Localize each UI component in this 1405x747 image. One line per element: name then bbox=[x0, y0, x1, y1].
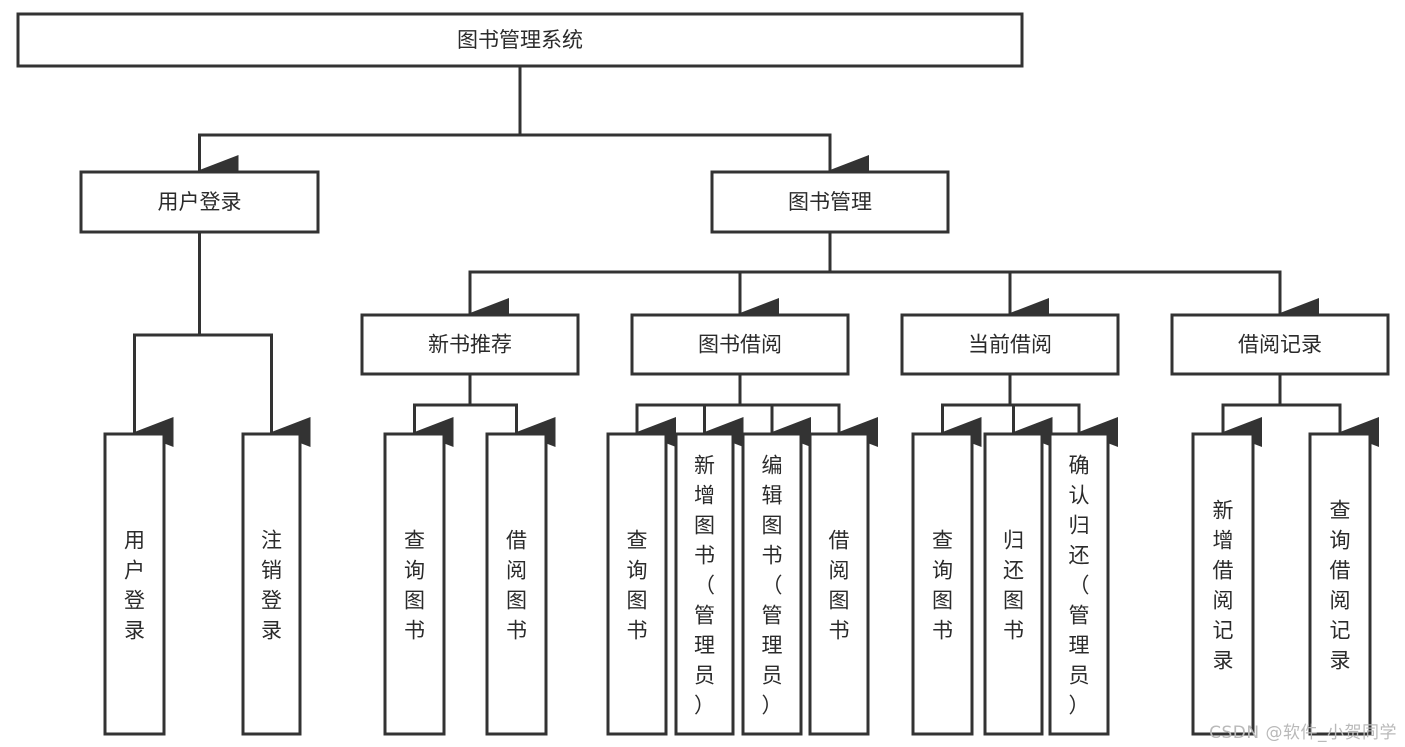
node-leaf-borrow-book-2[interactable]: 借阅图书 bbox=[808, 432, 870, 736]
node-leaf-query-book-2[interactable]: 查询图书 bbox=[606, 432, 668, 736]
node-leaf-user-login[interactable]: 用户登录 bbox=[103, 432, 166, 736]
node-leaf-confirm-return[interactable]: 确认归还（管理员） bbox=[1048, 432, 1110, 736]
node-label: 注销登录 bbox=[261, 528, 282, 642]
node-label: 新增借阅记录 bbox=[1213, 498, 1234, 672]
node-leaf-borrow-book-1[interactable]: 借阅图书 bbox=[485, 432, 548, 736]
node-label: 当前借阅 bbox=[968, 333, 1052, 357]
node-book-manage[interactable]: 图书管理 bbox=[710, 170, 950, 234]
node-label: 查询图书 bbox=[932, 528, 953, 642]
node-label: 新增图书（管理员） bbox=[694, 453, 715, 717]
node-new-book-recommend[interactable]: 新书推荐 bbox=[360, 313, 580, 376]
node-leaf-query-book-3[interactable]: 查询图书 bbox=[911, 432, 974, 736]
node-boxes: 图书管理系统用户登录图书管理新书推荐图书借阅当前借阅借阅记录用户登录注销登录查询… bbox=[16, 12, 1390, 736]
node-book-borrow[interactable]: 图书借阅 bbox=[630, 313, 850, 376]
node-label: 用户登录 bbox=[158, 190, 242, 214]
node-label: 借阅图书 bbox=[506, 528, 527, 642]
node-label: 新书推荐 bbox=[428, 333, 512, 357]
node-user-login[interactable]: 用户登录 bbox=[79, 170, 320, 234]
node-label: 查询图书 bbox=[404, 528, 425, 642]
node-root-图书管理系统[interactable]: 图书管理系统 bbox=[16, 12, 1024, 68]
node-leaf-query-record[interactable]: 查询借阅记录 bbox=[1308, 432, 1372, 736]
node-leaf-return-book[interactable]: 归还图书 bbox=[983, 432, 1044, 736]
node-label: 借阅记录 bbox=[1238, 333, 1322, 357]
node-leaf-add-record[interactable]: 新增借阅记录 bbox=[1191, 432, 1255, 736]
node-leaf-add-book[interactable]: 新增图书（管理员） bbox=[674, 432, 735, 736]
node-label: 用户登录 bbox=[124, 528, 145, 642]
node-label: 确认归还（管理员） bbox=[1069, 453, 1090, 717]
node-label: 查询图书 bbox=[627, 528, 648, 642]
watermark-text: CSDN @软件_小贺同学 bbox=[1209, 723, 1397, 743]
node-label: 查询借阅记录 bbox=[1330, 498, 1351, 672]
node-label: 归还图书 bbox=[1003, 528, 1024, 642]
node-current-borrow[interactable]: 当前借阅 bbox=[900, 313, 1120, 376]
node-leaf-query-book-1[interactable]: 查询图书 bbox=[383, 432, 446, 736]
connector-lines bbox=[133, 64, 1379, 447]
node-label: 编辑图书（管理员） bbox=[762, 453, 783, 717]
node-leaf-logout[interactable]: 注销登录 bbox=[241, 432, 302, 736]
node-borrow-record[interactable]: 借阅记录 bbox=[1170, 313, 1390, 376]
node-label: 借阅图书 bbox=[829, 528, 850, 642]
node-label: 图书借阅 bbox=[698, 333, 782, 357]
node-label: 图书管理 bbox=[788, 190, 872, 214]
node-leaf-edit-book[interactable]: 编辑图书（管理员） bbox=[741, 432, 803, 736]
node-label: 图书管理系统 bbox=[457, 28, 583, 52]
